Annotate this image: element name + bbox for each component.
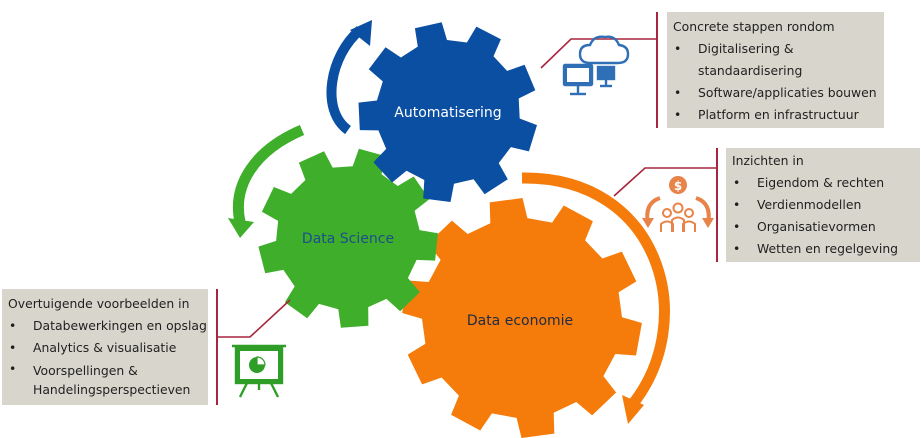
list-item-text: Analytics & visualisatie: [33, 340, 177, 355]
info-box-automatisering: Concrete stappen rondom Digitalisering &…: [667, 12, 884, 128]
info-box-list: Digitalisering & standaardisering Softwa…: [667, 38, 884, 126]
connector-automatisering: [540, 38, 657, 69]
list-item: Verdienmodellen: [726, 194, 920, 216]
list-item-text: Databewerkingen en opslag: [33, 318, 207, 333]
gear-label-data-economie: Data economie: [467, 313, 573, 329]
connector-data-science: [217, 299, 291, 338]
gear-data-science: [258, 148, 438, 328]
info-box-list: Databewerkingen en opslag Analytics & vi…: [2, 315, 208, 399]
list-item-text: Digitalisering & standaardisering: [698, 41, 803, 78]
gear-eco-body: [402, 198, 642, 438]
info-box-list: Eigendom & rechten Verdienmodellen Organ…: [726, 172, 920, 260]
gear-data-economie: [402, 198, 642, 438]
list-item-text: Organisatievormen: [757, 219, 876, 234]
gear-ds-body: [258, 148, 438, 328]
info-box-title: Overtuigende voorbeelden in: [8, 296, 190, 311]
svg-text:$: $: [674, 179, 682, 193]
green-arrow-head: [228, 218, 254, 238]
list-item-text: Platform en infrastructuur: [698, 107, 859, 122]
info-box-title: Inzichten in: [732, 153, 804, 168]
list-item: Wetten en regelgeving: [726, 238, 920, 260]
list-item: Platform en infrastructuur: [667, 104, 884, 126]
list-item: Software/applicaties bouwen: [667, 82, 884, 104]
list-item-text: Wetten en regelgeving: [757, 241, 899, 256]
list-item: Databewerkingen en opslag: [2, 315, 208, 337]
green-cycle-arrow: [233, 124, 305, 224]
gear-auto-body: [358, 22, 537, 203]
presentation-chart-icon: [232, 344, 286, 398]
cloud-computer-icon: [562, 35, 630, 96]
info-box-title: Concrete stappen rondom: [673, 19, 835, 34]
connector-data-economie: [613, 167, 717, 197]
list-item: Digitalisering & standaardisering: [667, 38, 884, 82]
gear-label-data-science: Data Science: [302, 231, 394, 247]
list-item: Analytics & visualisatie: [2, 337, 208, 359]
orange-arrow-head: [622, 395, 644, 424]
list-item-text: Software/applicaties bouwen: [698, 85, 877, 100]
gear-label-automatisering: Automatisering: [394, 105, 501, 121]
list-item: Organisatievormen: [726, 216, 920, 238]
list-item-text: Eigendom & rechten: [757, 175, 885, 190]
info-box-data-science: Overtuigende voorbeelden in Databewerkin…: [2, 289, 208, 405]
money-people-icon: $: [642, 176, 714, 232]
list-item-text: Voorspellingen & Handelingsperspectieven: [33, 363, 191, 397]
blue-arrow-head: [350, 20, 372, 46]
gear-automatisering: [358, 22, 537, 203]
info-box-data-economie: Inzichten in Eigendom & rechten Verdienm…: [726, 148, 920, 262]
blue-cycle-arrow: [326, 26, 364, 135]
list-item: Voorspellingen & Handelingsperspectieven: [2, 359, 208, 399]
list-item-text: Verdienmodellen: [757, 197, 862, 212]
orange-cycle-arrow: [521, 172, 670, 409]
list-item: Eigendom & rechten: [726, 172, 920, 194]
